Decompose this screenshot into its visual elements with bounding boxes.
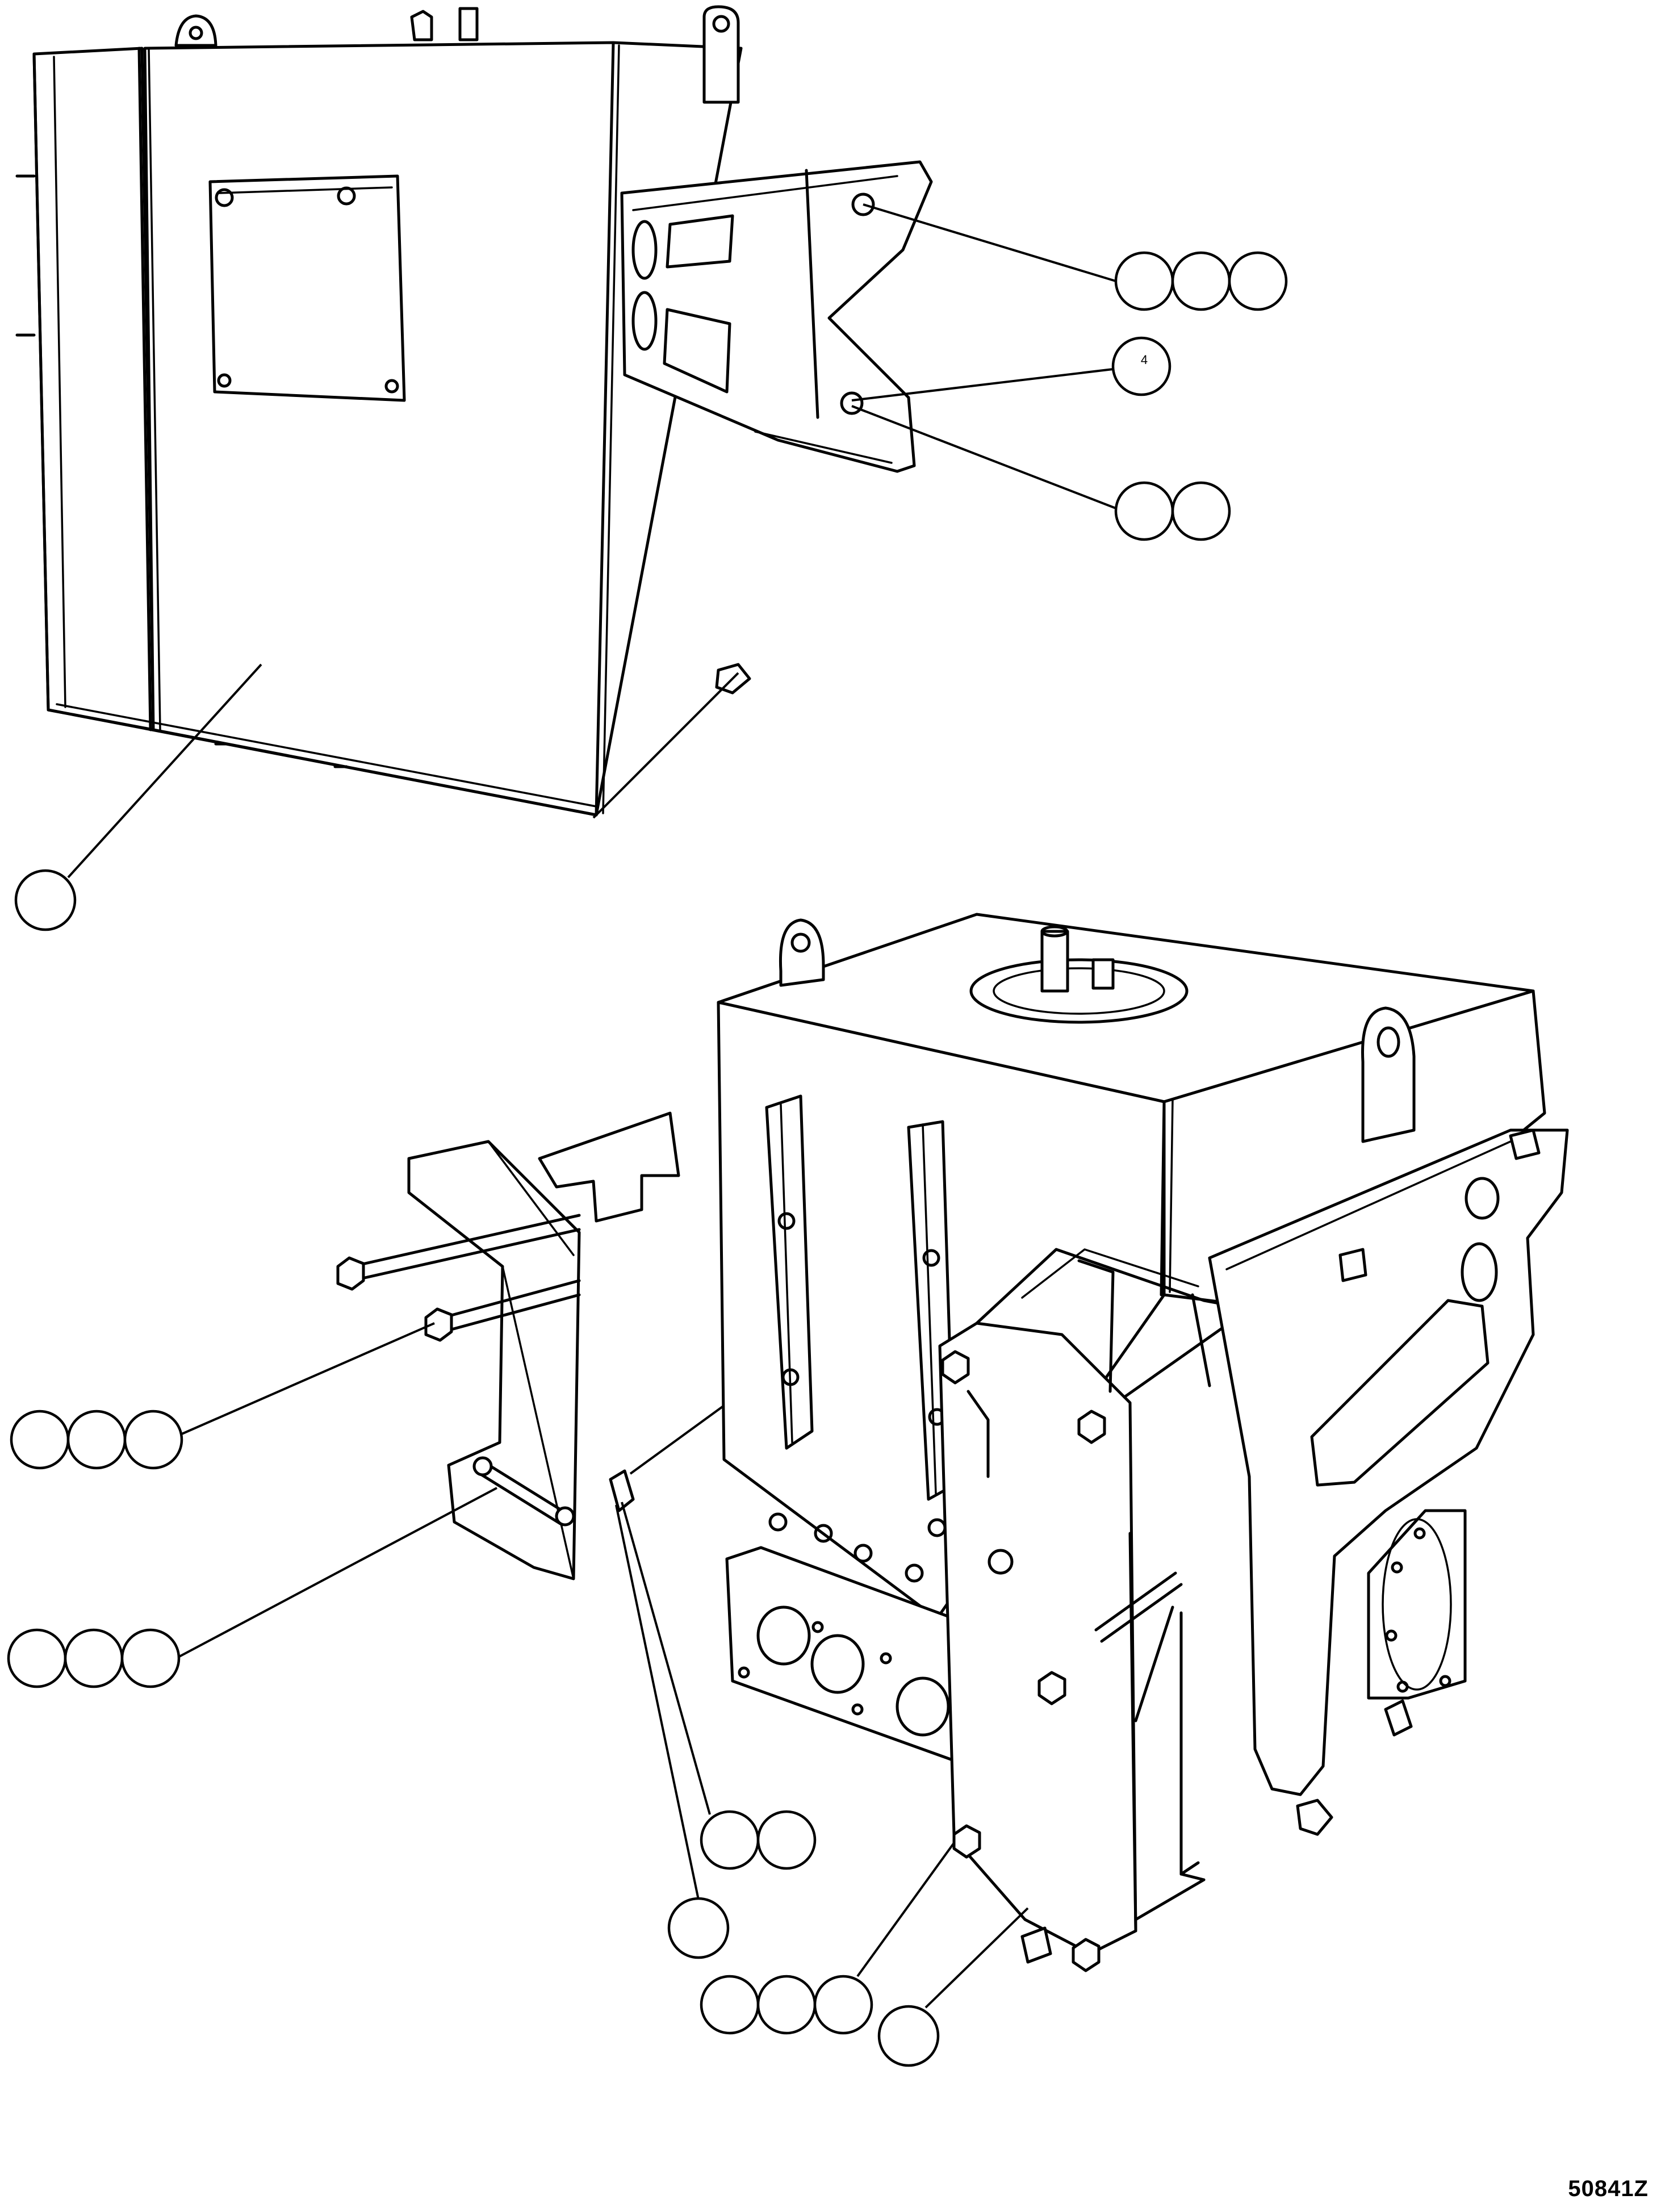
balloon-9c — [120, 1628, 181, 1688]
balloon-9b — [64, 1628, 124, 1688]
balloon-7 — [14, 869, 77, 931]
upper-tank-assembly — [15, 5, 933, 817]
balloon-10b — [756, 1810, 817, 1870]
balloon-12b — [756, 1975, 817, 2035]
balloon-4 — [1111, 336, 1172, 396]
balloon-5 — [1114, 481, 1174, 541]
balloon-3 — [1228, 251, 1288, 311]
callout-balloons: 4 — [7, 251, 1288, 2067]
balloon-8c — [123, 1410, 183, 1470]
balloon-1 — [1114, 251, 1174, 311]
lower-tank-assembly — [336, 913, 1569, 1972]
balloon-6 — [1171, 481, 1231, 541]
drawing-number: 50841Z — [1568, 2176, 1649, 2201]
balloon-4-label: 4 — [1141, 353, 1148, 367]
balloon-9a — [7, 1628, 67, 1688]
balloon-12a — [700, 1975, 760, 2035]
balloon-8a — [10, 1410, 70, 1470]
balloon-10a — [700, 1810, 760, 1870]
balloon-8b — [66, 1410, 127, 1470]
leader-lines — [67, 203, 1116, 2009]
balloon-2 — [1171, 251, 1231, 311]
balloon-12c — [813, 1975, 873, 2035]
balloon-11 — [667, 1897, 730, 1959]
balloon-13 — [877, 2005, 940, 2067]
